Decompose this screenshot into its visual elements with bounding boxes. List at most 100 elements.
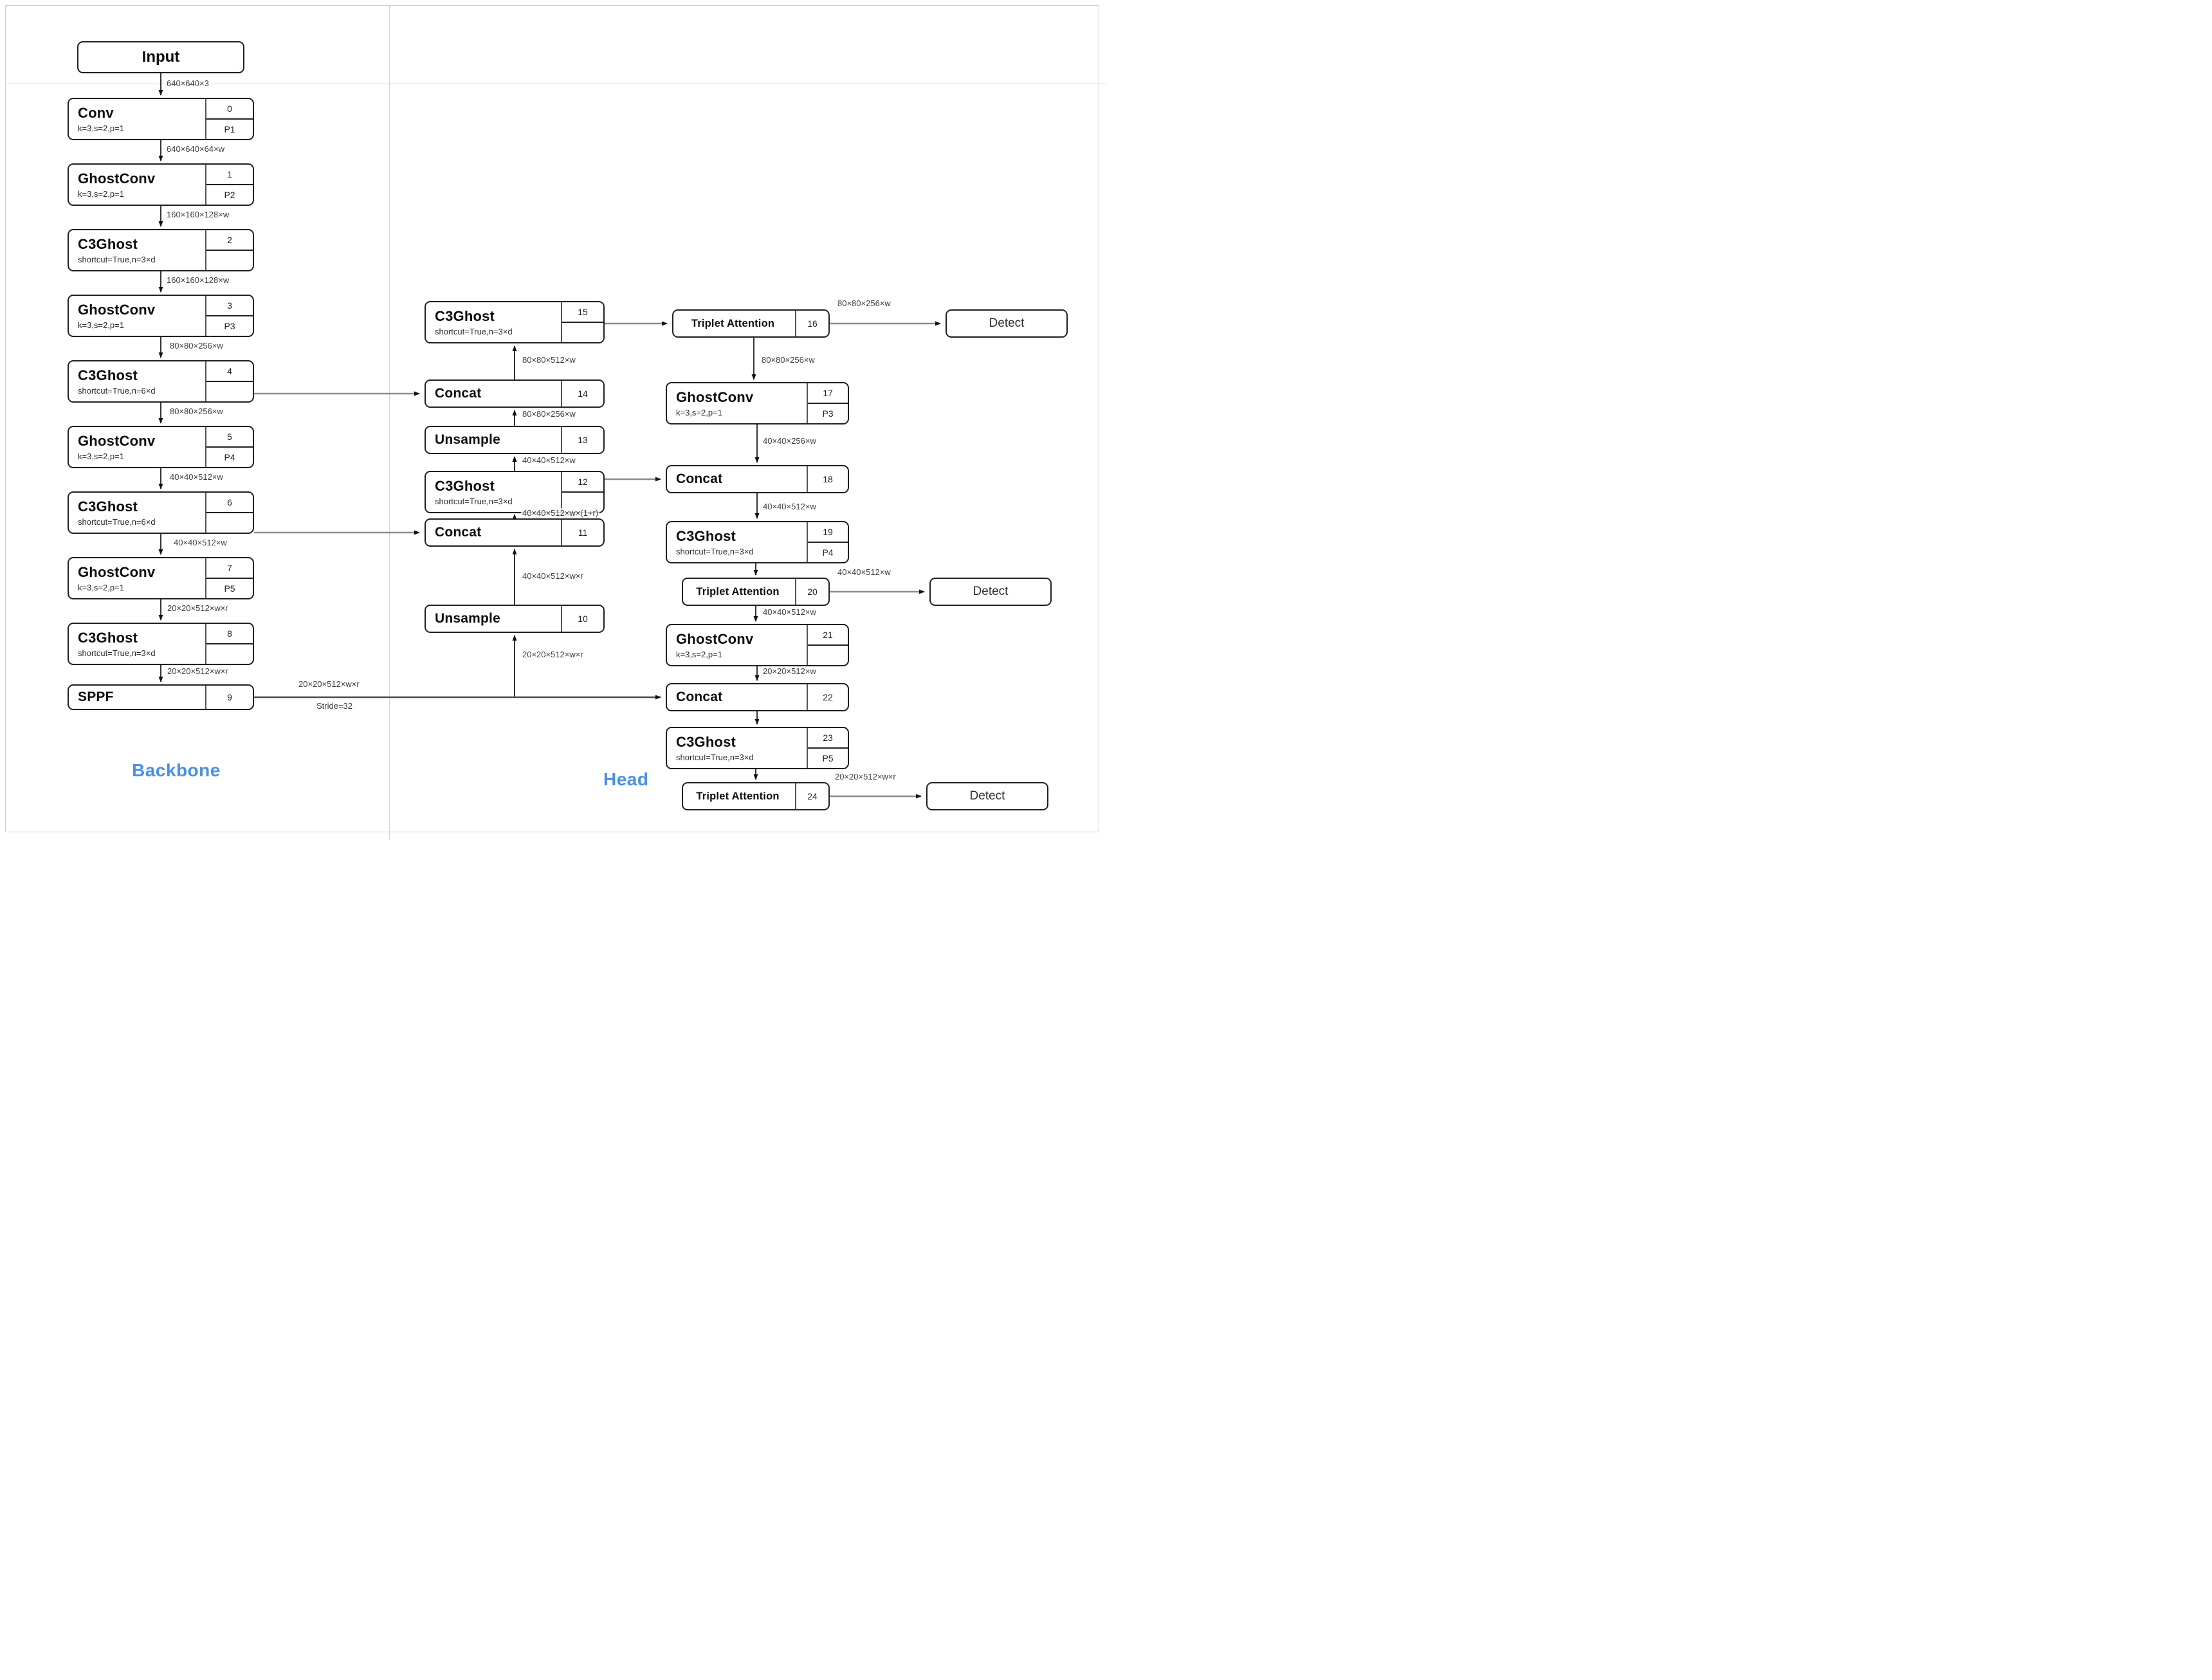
node-index: 18 — [823, 474, 833, 484]
node-concat-18: Concat 18 — [666, 465, 849, 493]
node-index: 2 — [206, 230, 253, 251]
node-params: shortcut=True,n=3×d — [435, 327, 513, 336]
node-title: C3Ghost — [676, 528, 736, 544]
node-params: shortcut=True,n=3×d — [676, 547, 754, 556]
node-params: shortcut=True,n=6×d — [78, 386, 156, 396]
node-index: 1 — [206, 165, 253, 185]
node-title: C3Ghost — [676, 734, 736, 750]
node-title: GhostConv — [78, 170, 156, 187]
node-index: 15 — [562, 302, 603, 323]
node-unsample-10: Unsample 10 — [425, 605, 605, 633]
node-index: 23 — [808, 728, 848, 749]
dim-label: 40×40×256×w — [762, 436, 818, 446]
node-title: C3Ghost — [435, 308, 495, 324]
node-stage — [808, 646, 848, 665]
node-stage: P1 — [224, 124, 235, 134]
node-params: k=3,s=2,p=1 — [78, 320, 124, 330]
node-c3ghost-6: C3Ghost shortcut=True,n=6×d 6 — [68, 491, 254, 534]
node-detect-p3: Detect — [946, 309, 1068, 338]
dim-label: 20×20×512×w — [762, 666, 818, 677]
node-title: Detect — [989, 316, 1025, 330]
node-concat-14: Concat 14 — [425, 379, 605, 408]
dim-label: 40×40×512×w — [762, 607, 818, 617]
node-title: Detect — [973, 585, 1009, 598]
node-ghostconv-17: GhostConv k=3,s=2,p=1 17 P3 — [666, 382, 849, 425]
dim-label: 40×40×512×w — [521, 455, 577, 466]
node-detect-p5: Detect — [926, 782, 1048, 810]
node-triplet-attention-16: Triplet Attention 16 — [672, 309, 830, 338]
node-ghostconv-7: GhostConv k=3,s=2,p=1 7 P5 — [68, 557, 254, 599]
node-title: Unsample — [435, 611, 500, 626]
dim-label: 80×80×512×w — [521, 355, 577, 365]
node-title: GhostConv — [78, 564, 156, 580]
node-stage: P4 — [822, 547, 834, 558]
node-index: 20 — [807, 587, 818, 597]
node-stage: P5 — [822, 753, 834, 763]
node-c3ghost-23: C3Ghost shortcut=True,n=3×d 23 P5 — [666, 727, 849, 769]
node-stage: P3 — [822, 408, 834, 419]
dim-label: Stride=32 — [315, 701, 354, 711]
flow-arrows-layer — [158, 73, 941, 799]
node-title: C3Ghost — [78, 498, 138, 515]
page-border — [5, 5, 1099, 832]
dim-label: 640×640×64×w — [165, 144, 226, 154]
node-ghostconv-3: GhostConv k=3,s=2,p=1 3 P3 — [68, 295, 254, 337]
node-title: Concat — [435, 386, 482, 401]
dim-label: 40×40×512×w — [172, 538, 228, 548]
node-index: 19 — [808, 522, 848, 543]
node-index: 17 — [808, 383, 848, 404]
node-index: 24 — [807, 791, 818, 801]
head-section-label: Head — [603, 769, 649, 789]
node-index: 0 — [206, 99, 253, 120]
dim-label: 20×20×512×w×r — [166, 666, 230, 677]
node-stage — [206, 382, 253, 401]
node-title: Triplet Attention — [696, 585, 780, 598]
node-c3ghost-19: C3Ghost shortcut=True,n=3×d 19 P4 — [666, 521, 849, 563]
node-stage: P5 — [224, 583, 235, 594]
node-params: k=3,s=2,p=1 — [78, 583, 124, 592]
node-detect-p4: Detect — [929, 578, 1052, 606]
node-index: 12 — [562, 472, 603, 493]
node-index: 7 — [206, 558, 253, 579]
node-unsample-13: Unsample 13 — [425, 426, 605, 454]
node-concat-11: Concat 11 — [425, 518, 605, 547]
node-index: 11 — [578, 527, 588, 538]
dim-label: 160×160×128×w — [165, 210, 231, 220]
node-title: Triplet Attention — [696, 790, 780, 802]
node-input: Input — [77, 41, 244, 73]
node-index: 6 — [206, 493, 253, 513]
dim-label: 40×40×512×w×(1+r) — [521, 508, 600, 518]
node-index: 21 — [808, 625, 848, 646]
node-title: Concat — [435, 525, 482, 540]
node-stage: P2 — [224, 190, 235, 200]
dim-label: 40×40×512×w — [762, 502, 818, 512]
node-c3ghost-12: C3Ghost shortcut=True,n=3×d 12 — [425, 471, 605, 513]
node-title: C3Ghost — [78, 367, 138, 383]
node-stage — [206, 251, 253, 270]
node-stage — [206, 513, 253, 533]
dim-label: 640×640×3 — [165, 78, 210, 89]
node-index: 4 — [206, 361, 253, 382]
node-index: 9 — [227, 692, 232, 702]
node-title: Concat — [676, 689, 723, 704]
node-title: SPPF — [78, 689, 114, 704]
node-index: 22 — [823, 692, 833, 702]
node-c3ghost-15: C3Ghost shortcut=True,n=3×d 15 — [425, 301, 605, 343]
node-params: shortcut=True,n=3×d — [78, 648, 156, 658]
node-title: C3Ghost — [435, 478, 495, 494]
node-params: k=3,s=2,p=1 — [676, 650, 722, 659]
node-concat-22: Concat 22 — [666, 683, 849, 711]
node-params: shortcut=True,n=3×d — [78, 255, 156, 264]
node-title: GhostConv — [78, 433, 156, 449]
node-title: GhostConv — [78, 302, 156, 318]
node-params: k=3,s=2,p=1 — [78, 452, 124, 461]
node-params: k=3,s=2,p=1 — [78, 123, 124, 133]
node-ghostconv-1: GhostConv k=3,s=2,p=1 1 P2 — [68, 163, 254, 206]
node-index: 14 — [578, 388, 588, 399]
node-title: C3Ghost — [78, 630, 138, 646]
node-params: k=3,s=2,p=1 — [676, 408, 722, 417]
node-title: Triplet Attention — [691, 317, 775, 329]
dim-label: 80×80×256×w — [169, 341, 224, 351]
dim-label: 20×20×512×w×r — [521, 650, 585, 660]
node-index: 3 — [206, 296, 253, 316]
